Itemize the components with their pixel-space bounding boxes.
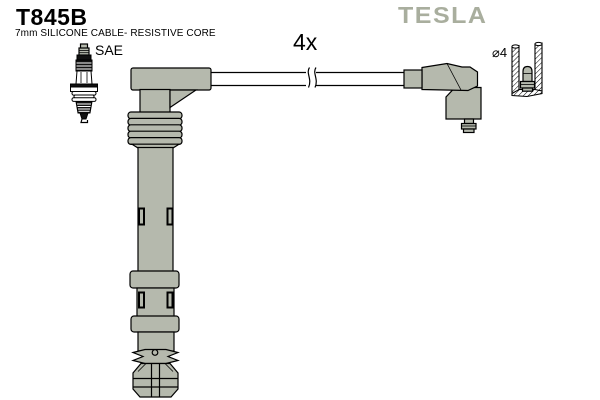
- cable-spec-subtitle: 7mm SILICONE CABLE- RESISTIVE CORE: [15, 28, 216, 39]
- tesla-logo: TESLA: [398, 3, 488, 29]
- terminal-sleeve-drawing: [511, 41, 543, 98]
- terminal-diameter-label: ⌀4: [492, 45, 508, 60]
- cable-break-mark: [307, 67, 311, 88]
- silicone-cable-drawing: [211, 67, 404, 88]
- sae-terminal-label: SAE: [95, 42, 124, 58]
- terminal-pin: [522, 65, 533, 83]
- pencil-coil-boot-drawing: [127, 67, 212, 398]
- quantity-label: 4x: [293, 29, 318, 55]
- part-number: T845B: [16, 4, 88, 30]
- right-angle-boot-drawing: [403, 62, 482, 134]
- spark-plug-drawing: [70, 43, 98, 124]
